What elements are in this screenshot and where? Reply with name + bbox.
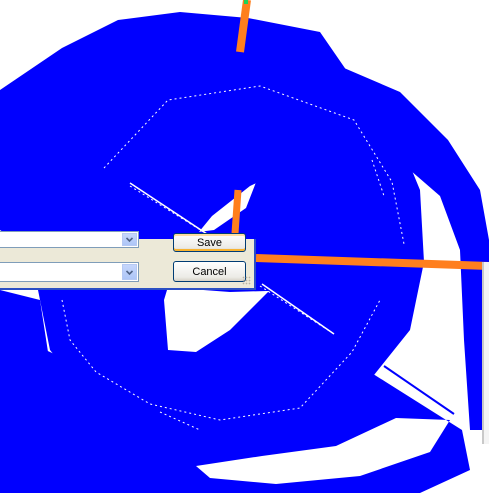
cancel-button[interactable]: Cancel (173, 261, 246, 282)
cancel-button-label: Cancel (192, 265, 227, 278)
mesh-diagonal-c (383, 365, 455, 415)
save-button[interactable]: Save (173, 233, 246, 252)
mesh-diagonal-a (129, 182, 211, 237)
torus-right-arc (330, 62, 489, 430)
torus-left-edge (0, 290, 48, 360)
top-dropdown-button[interactable] (122, 233, 137, 246)
bottom-dropdown[interactable] (0, 262, 139, 282)
axis-vertical (236, 0, 251, 53)
save-dialog: Save Cancel (0, 231, 256, 290)
bottom-dropdown-button[interactable] (122, 264, 137, 280)
axis-tip-marker (244, 0, 248, 4)
torus-center (36, 66, 424, 440)
window-edge (482, 262, 489, 444)
resize-grip-icon[interactable] (242, 276, 251, 285)
chevron-down-icon (126, 237, 133, 243)
mesh-lines (61, 85, 405, 431)
chevron-down-icon (126, 269, 133, 275)
top-dropdown[interactable] (0, 231, 139, 248)
save-button-label: Save (196, 236, 223, 249)
axis-horizontal (255, 254, 489, 270)
torus-lower (0, 330, 470, 493)
mesh-diagonal-b (261, 283, 335, 335)
